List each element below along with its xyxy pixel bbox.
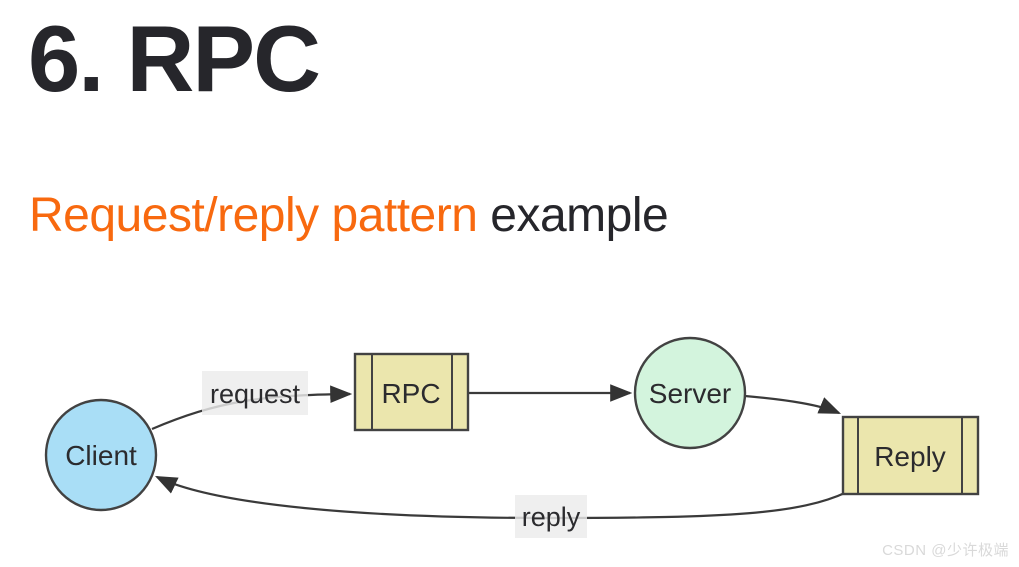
client-circle: [44, 398, 158, 512]
edge-server-to-reply: [744, 394, 842, 415]
edge-label-reply: reply: [515, 495, 587, 538]
subtitle-highlight: Request/reply pattern: [29, 189, 478, 242]
node-server: Server: [633, 336, 747, 450]
edge-label-reply-bg: [515, 495, 587, 538]
page-subtitle: Request/reply pattern example: [29, 189, 669, 243]
rpc-rect: [353, 352, 470, 432]
reply-label: Reply: [874, 441, 946, 472]
reply-rect: [841, 415, 980, 496]
subtitle-rest: example: [477, 189, 669, 242]
node-client: Client: [44, 398, 158, 512]
edge-label-request-text: request: [210, 379, 301, 409]
server-circle: [633, 336, 747, 450]
node-reply: Reply: [841, 415, 980, 496]
client-label: Client: [65, 440, 137, 471]
rpc-label: RPC: [381, 378, 440, 409]
edge-label-request: request: [202, 371, 308, 415]
watermark: CSDN @少许极端: [882, 542, 1009, 559]
node-rpc: RPC: [353, 352, 470, 432]
edge-reply-to-client: [155, 476, 848, 520]
server-label: Server: [649, 378, 731, 409]
edge-label-reply-text: reply: [522, 502, 581, 532]
page-title: 6. RPC: [28, 6, 321, 111]
edge-label-request-bg: [202, 371, 308, 415]
